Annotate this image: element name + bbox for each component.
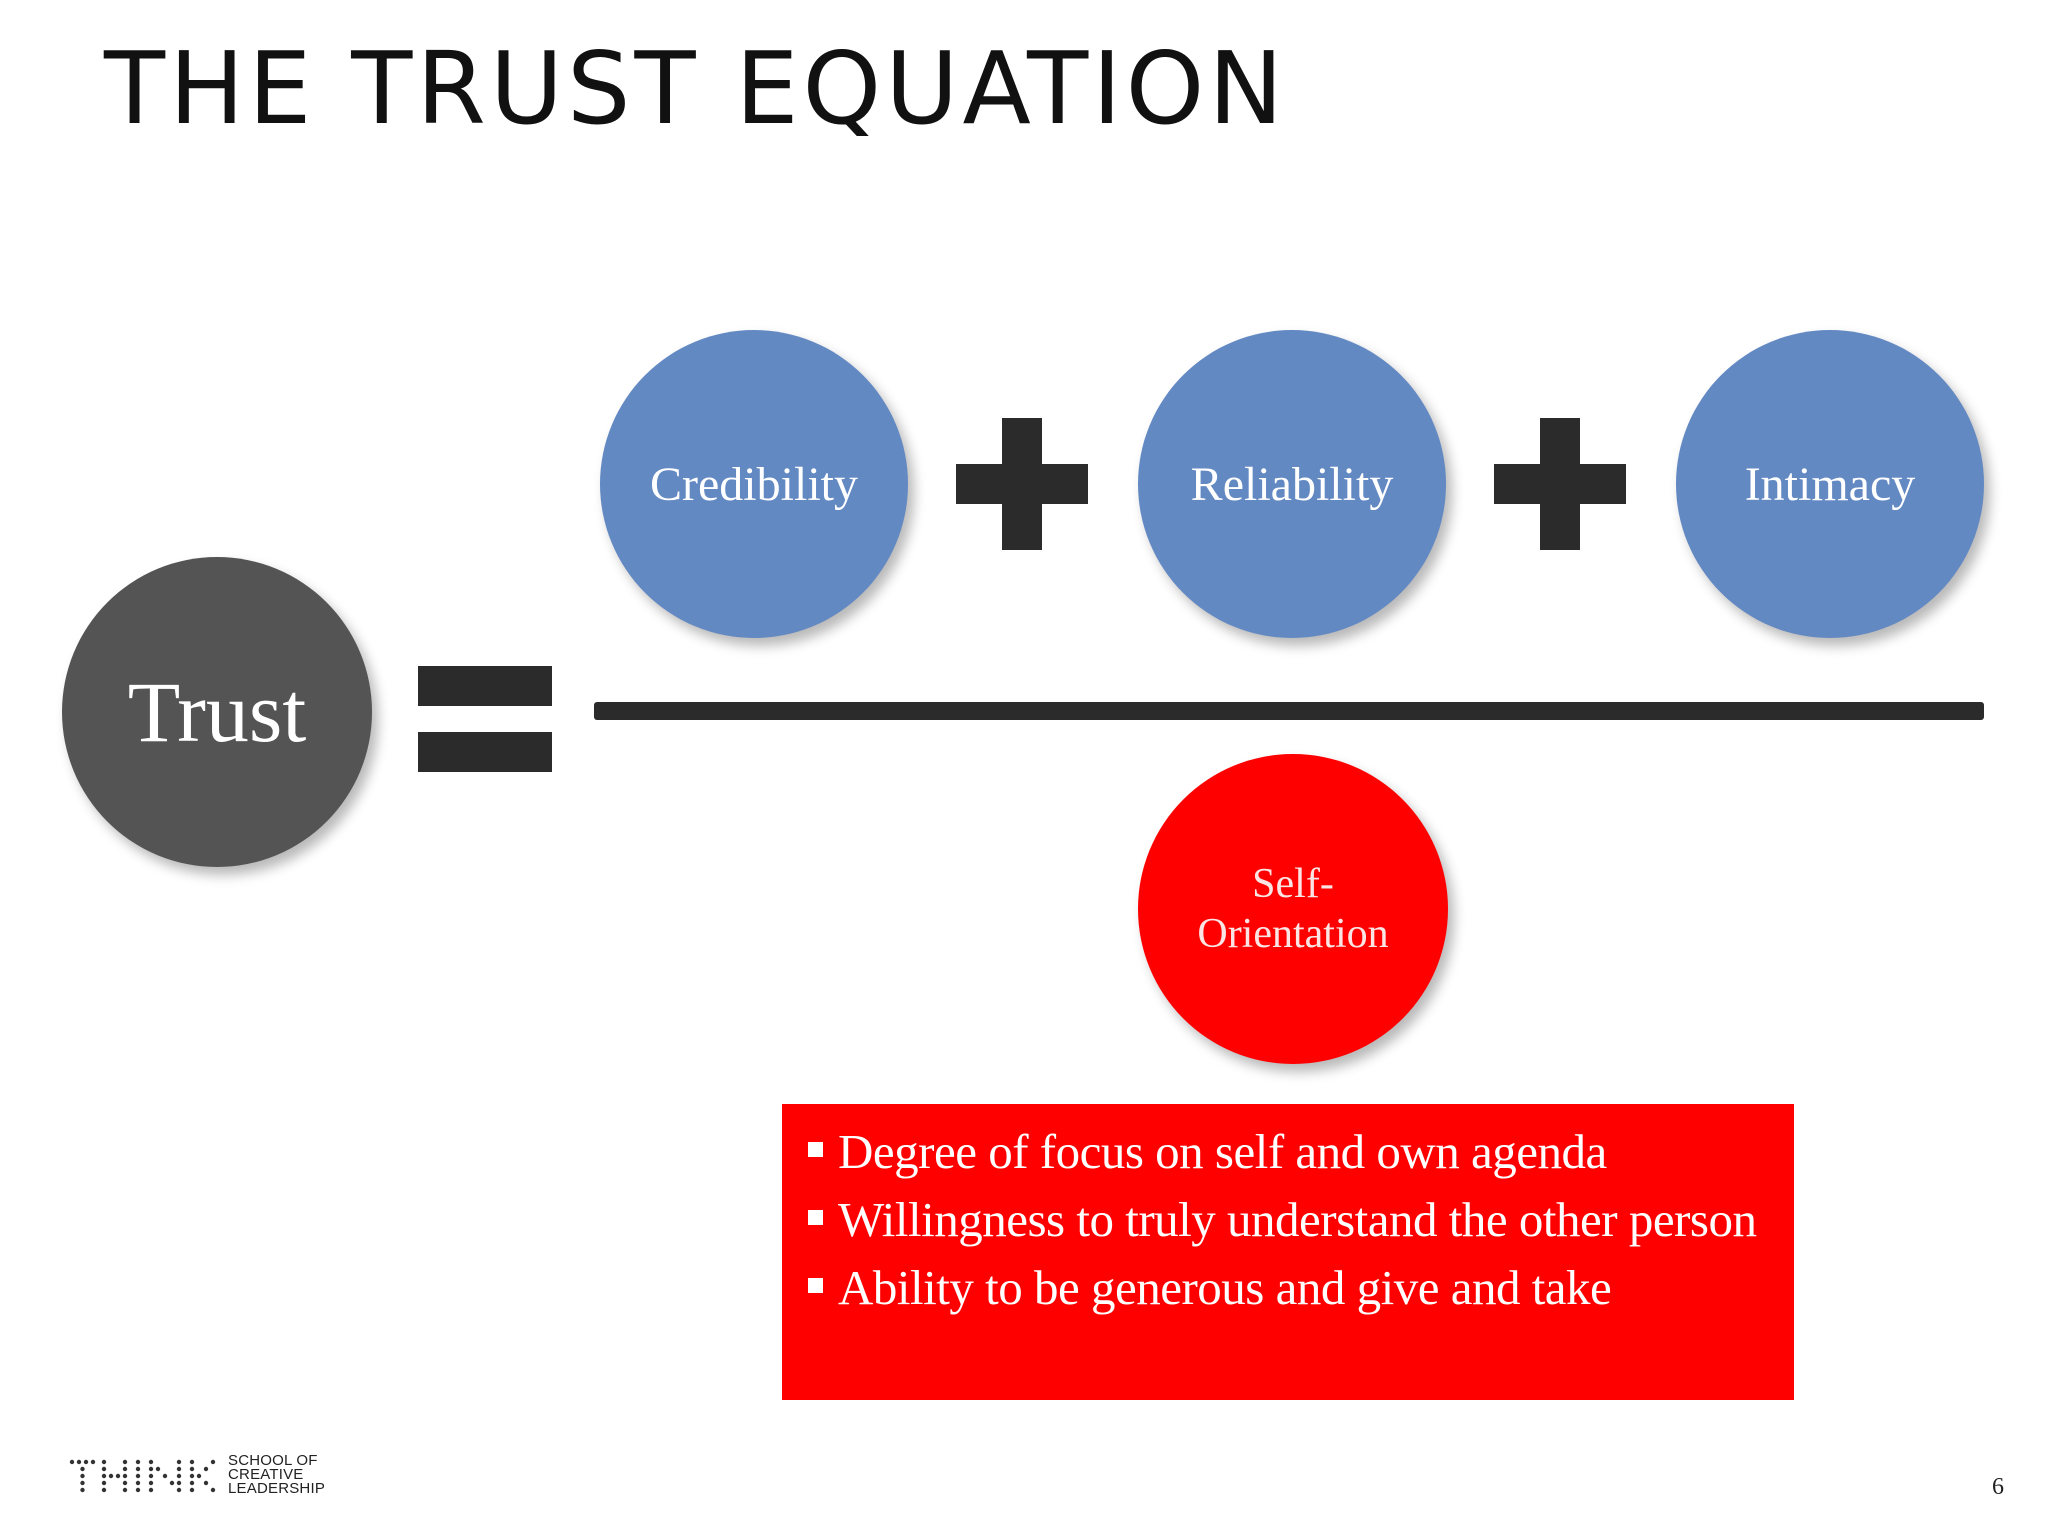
self-orientation-label-line2: Orientation <box>1197 911 1389 957</box>
slide-title: THE TRUST EQUATION <box>104 30 1288 147</box>
page-number: 6 <box>1992 1474 2004 1500</box>
plus-operator <box>956 418 1088 550</box>
intimacy-label: Intimacy <box>1744 457 1916 511</box>
notes-list: Degree of focus on self and own agenda W… <box>806 1118 1774 1322</box>
notes-item-text: Degree of focus on self and own agenda <box>838 1124 1607 1179</box>
logo-line-1: SCHOOL OF <box>228 1452 318 1469</box>
notes-list-item: Degree of focus on self and own agenda <box>806 1118 1774 1186</box>
credibility-circle: Credibility <box>600 330 908 638</box>
credibility-label: Credibility <box>650 457 858 511</box>
notes-item-text: Ability to be generous and give and take <box>838 1260 1612 1315</box>
square-bullet-icon <box>808 1278 823 1293</box>
trust-label: Trust <box>127 664 307 760</box>
self-orientation-label-line1: Self- <box>1252 860 1334 907</box>
think-logo: SCHOOL OF CREATIVE LEADERSHIP <box>68 1452 348 1502</box>
logo-line-2: CREATIVE <box>228 1466 304 1483</box>
think-logo-mark-icon <box>69 1459 216 1493</box>
logo-line-3: LEADERSHIP <box>228 1480 326 1497</box>
logo-wordmark: SCHOOL OF CREATIVE LEADERSHIP <box>228 1452 326 1497</box>
fraction-line <box>594 702 1984 720</box>
trust-circle: Trust <box>62 557 372 867</box>
reliability-label: Reliability <box>1190 457 1394 511</box>
plus-operator <box>1494 418 1626 550</box>
intimacy-circle: Intimacy <box>1676 330 1984 638</box>
square-bullet-icon <box>808 1210 823 1225</box>
notes-item-text: Willingness to truly understand the othe… <box>838 1192 1757 1247</box>
reliability-circle: Reliability <box>1138 330 1446 638</box>
self-orientation-label: Self- Orientation <box>1197 859 1388 960</box>
notes-list-item: Ability to be generous and give and take <box>806 1254 1774 1322</box>
equals-bar-top <box>418 666 552 706</box>
self-orientation-notes: Degree of focus on self and own agenda W… <box>782 1104 1794 1400</box>
self-orientation-circle: Self- Orientation <box>1138 754 1448 1064</box>
equals-operator <box>418 666 552 772</box>
notes-list-item: Willingness to truly understand the othe… <box>806 1186 1774 1254</box>
equals-bar-bottom <box>418 732 552 772</box>
square-bullet-icon <box>808 1142 823 1157</box>
